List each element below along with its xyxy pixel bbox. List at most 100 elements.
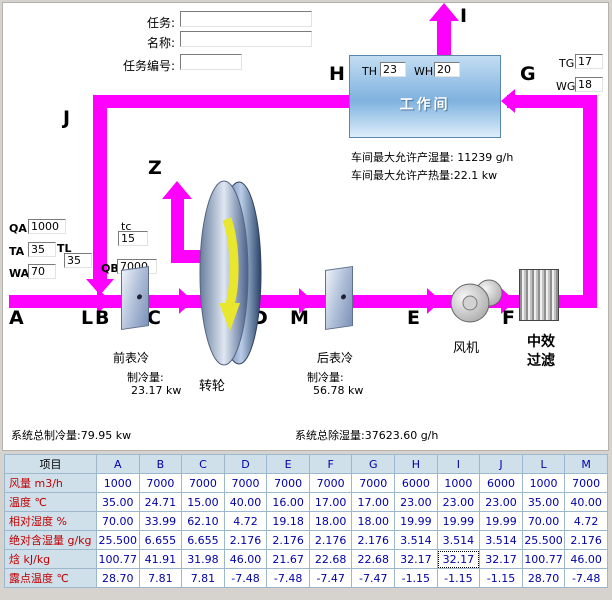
table-cell[interactable]: 70.00: [521, 511, 566, 531]
task-label: 任务:: [146, 16, 175, 30]
table-cell[interactable]: 70.00: [96, 511, 140, 531]
wg-input[interactable]: [575, 77, 603, 92]
table-cell[interactable]: -7.48: [223, 568, 268, 588]
workroom-block[interactable]: TH WH 工作间: [349, 55, 501, 138]
table-cell[interactable]: 6.655: [181, 530, 225, 550]
table-cell[interactable]: -1.15: [394, 568, 438, 588]
table-cell[interactable]: 15.00: [181, 492, 225, 512]
table-cell[interactable]: 2.176: [564, 530, 608, 550]
table-cell[interactable]: 2.176: [308, 530, 353, 550]
table-cell[interactable]: 23.00: [436, 492, 481, 512]
table-cell[interactable]: 40.00: [564, 492, 608, 512]
table-cell[interactable]: 32.17: [436, 549, 481, 569]
wh-input[interactable]: [434, 62, 460, 77]
table-cell[interactable]: 25.500: [96, 530, 140, 550]
table-cell[interactable]: 19.18: [266, 511, 310, 531]
wa-input[interactable]: [28, 264, 56, 279]
table-cell[interactable]: 17.00: [308, 492, 353, 512]
table-cell[interactable]: 2.176: [223, 530, 268, 550]
table-cell[interactable]: 7000: [351, 473, 396, 493]
table-cell[interactable]: 6000: [479, 473, 523, 493]
fan-block[interactable]: [449, 273, 505, 325]
table-cell[interactable]: 22.68: [308, 549, 353, 569]
table-cell[interactable]: -7.47: [308, 568, 353, 588]
table-cell[interactable]: -1.15: [436, 568, 481, 588]
rotary-wheel-label: 转轮: [199, 379, 226, 394]
table-cell[interactable]: 35.00: [521, 492, 566, 512]
table-cell[interactable]: 32.17: [394, 549, 438, 569]
table-cell[interactable]: 18.00: [308, 511, 353, 531]
table-cell[interactable]: 6000: [394, 473, 438, 493]
table-cell[interactable]: 21.67: [266, 549, 310, 569]
ta-input[interactable]: [28, 242, 56, 257]
table-cell[interactable]: 28.70: [96, 568, 140, 588]
tg-input[interactable]: [575, 54, 603, 69]
table-cell[interactable]: 7000: [223, 473, 268, 493]
table-cell[interactable]: 40.00: [223, 492, 268, 512]
table-cell[interactable]: 19.99: [436, 511, 481, 531]
table-cell[interactable]: 7000: [564, 473, 608, 493]
table-cell[interactable]: 100.77: [96, 549, 140, 569]
table-cell[interactable]: 41.91: [138, 549, 183, 569]
table-header-node-col: H: [394, 454, 438, 474]
table-cell[interactable]: 7000: [181, 473, 225, 493]
table-cell[interactable]: 1000: [436, 473, 481, 493]
table-cell[interactable]: 4.72: [223, 511, 268, 531]
table-cell[interactable]: 22.68: [351, 549, 396, 569]
table-cell[interactable]: 7.81: [138, 568, 183, 588]
table-cell[interactable]: 46.00: [223, 549, 268, 569]
table-cell[interactable]: 33.99: [138, 511, 183, 531]
name-input[interactable]: [180, 31, 312, 47]
table-cell[interactable]: 35.00: [96, 492, 140, 512]
table-header-node-col: B: [138, 454, 183, 474]
filter-block[interactable]: [519, 269, 559, 321]
table-cell[interactable]: 1000: [521, 473, 566, 493]
table-cell[interactable]: -1.15: [479, 568, 523, 588]
table-cell[interactable]: 18.00: [351, 511, 396, 531]
th-input[interactable]: [380, 62, 406, 77]
rear-cooler-block[interactable]: [325, 266, 353, 330]
table-cell[interactable]: 46.00: [564, 549, 608, 569]
table-cell[interactable]: 31.98: [181, 549, 225, 569]
tl-input[interactable]: [64, 253, 92, 268]
table-cell[interactable]: 24.71: [138, 492, 183, 512]
table-cell[interactable]: 62.10: [181, 511, 225, 531]
table-cell[interactable]: 2.176: [266, 530, 310, 550]
task-number-input[interactable]: [180, 54, 242, 70]
table-cell[interactable]: 25.500: [521, 530, 566, 550]
table-cell[interactable]: 23.00: [394, 492, 438, 512]
table-header-node-col: A: [96, 454, 140, 474]
table-cell[interactable]: 32.17: [479, 549, 523, 569]
table-cell[interactable]: 17.00: [351, 492, 396, 512]
table-cell[interactable]: 19.99: [479, 511, 523, 531]
table-cell[interactable]: 16.00: [266, 492, 310, 512]
table-cell[interactable]: 7000: [138, 473, 183, 493]
table-cell[interactable]: 7000: [308, 473, 353, 493]
task-input[interactable]: [180, 11, 312, 27]
front-cooler-block[interactable]: [121, 266, 149, 330]
table-cell[interactable]: 19.99: [394, 511, 438, 531]
table-cell[interactable]: 6.655: [138, 530, 183, 550]
table-cell[interactable]: 3.514: [479, 530, 523, 550]
table-cell[interactable]: 2.176: [351, 530, 396, 550]
table-cell[interactable]: 1000: [96, 473, 140, 493]
table-cell[interactable]: 3.514: [436, 530, 481, 550]
table-header-node-col: J: [479, 454, 523, 474]
table-cell[interactable]: 4.72: [564, 511, 608, 531]
table-cell[interactable]: 7.81: [181, 568, 225, 588]
table-cell[interactable]: 28.70: [521, 568, 566, 588]
qa-input[interactable]: [28, 219, 66, 234]
table-cell[interactable]: 100.77: [521, 549, 566, 569]
table-cell[interactable]: -7.48: [564, 568, 608, 588]
table-cell[interactable]: -7.48: [266, 568, 310, 588]
rotary-wheel-block[interactable]: [197, 179, 263, 367]
table-cell[interactable]: 23.00: [479, 492, 523, 512]
table-cell[interactable]: 7000: [266, 473, 310, 493]
node-label-b: B: [95, 307, 110, 329]
table-cell[interactable]: 3.514: [394, 530, 438, 550]
tc-input[interactable]: [118, 231, 148, 246]
table-cell[interactable]: -7.47: [351, 568, 396, 588]
